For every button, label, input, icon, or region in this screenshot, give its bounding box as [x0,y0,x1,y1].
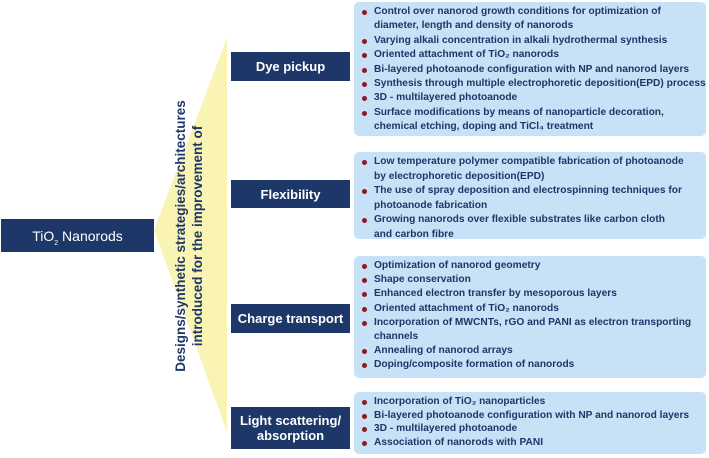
list-item: Oriented attachment of TiO₂ nanorods [360,302,700,316]
category-label: Dye pickup [255,59,326,74]
list-item: Doping/composite formation of nanorods [360,358,700,372]
bullet-icon [362,53,367,59]
bullet-icon [362,82,367,88]
root-label: TiO2 Nanorods [32,227,123,247]
list-item-continuation: by electrophoretic deposition(EPD) [374,170,545,182]
bullet-icon [362,349,367,355]
bullet-icon [362,264,367,269]
list-item: Oriented attachment of TiO₂ nanorods [360,48,700,62]
bullet-icon [362,67,367,73]
category-label: Flexibility [260,186,321,202]
detail-box-light-scattering: Incorporation of TiO₂ nanoparticles Bi-l… [354,392,706,454]
bullet-icon [362,96,367,102]
bullet-icon [362,440,367,446]
bullet-icon [362,10,367,15]
list-item: Low temperature polymer compatible fabri… [360,155,700,170]
category-dye-pickup: Dye pickup [231,52,350,81]
detail-box-dye-pickup: Control over nanorod growth conditions f… [354,2,706,136]
root-node-tio2-nanorods: TiO2 Nanorods [1,219,154,252]
category-label: Light scattering/ absorption [240,413,341,443]
bullet-icon [362,363,367,369]
bullet-icon [362,427,367,433]
fan-shape [154,38,227,432]
list-item: Synthesis through multiple electrophoret… [360,77,706,91]
category-label: Charge transport [237,311,344,326]
detail-box-flexibility: Low temperature polymer compatible fabri… [354,152,706,240]
list-item: Shape conservation [360,273,700,287]
list-item-continuation: chemical etching, doping and TiCl₄ treat… [374,121,594,133]
bullet-icon [362,278,367,284]
category-light-scattering: Light scattering/ absorption [231,407,350,449]
category-label-line1: Light scattering/ [239,413,342,428]
list-item: Association of nanorods with PANI [360,436,700,450]
bullet-icon [362,218,367,224]
bullet-icon [362,189,367,195]
list-item: The use of spray deposition and electros… [360,184,700,199]
bullet-icon [362,38,367,44]
list-item-continuation: and carbon fibre [374,228,454,240]
list-item-continuation: diameter, length and density of nanorods [374,20,574,32]
list-item-continuation: channels [374,331,419,343]
bullet-icon [362,306,367,312]
list-item: Growing nanorods over flexible substrate… [360,213,700,228]
bullet-icon [362,160,367,165]
list-item: 3D - multilayered photoanode [360,91,700,105]
bullet-icon [362,292,367,298]
list-item: 3D - multilayered photoanode [360,422,700,436]
list-item: Optimization of nanorod geometry [360,259,700,273]
list-item: Enhanced electron transfer by mesoporous… [360,287,700,301]
category-label-line2: absorption [256,428,325,443]
bullet-icon [362,400,367,405]
bullet-icon [362,110,367,116]
list-item: Control over nanorod growth conditions f… [360,5,700,19]
bullet-icon [362,320,367,326]
center-label-line2: introduced for the improvement of [189,125,205,347]
list-item: Incorporation of TiO₂ nanoparticles [360,395,700,409]
list-item-continuation: photoanode fabrication [374,199,488,211]
category-flexibility: Flexibility [231,180,350,208]
detail-box-charge-transport: Optimization of nanorod geometry Shape c… [354,256,706,378]
list-item: Bi-layered photoanode configuration with… [360,409,700,423]
list-item: Incorporation of MWCNTs, rGO and PANI as… [360,316,700,330]
bullet-icon [362,413,367,419]
list-item: Surface modifications by means of nanopa… [360,106,700,120]
list-item: Bi-layered photoanode configuration with… [360,63,700,77]
category-charge-transport: Charge transport [231,304,350,333]
center-label-line1: Designs/synthetic strategies/architectur… [172,100,188,372]
center-label: Designs/synthetic strategies/architectur… [150,41,227,431]
list-item: Varying alkali concentration in alkali h… [360,34,700,48]
list-item: Annealing of nanorod arrays [360,344,700,358]
